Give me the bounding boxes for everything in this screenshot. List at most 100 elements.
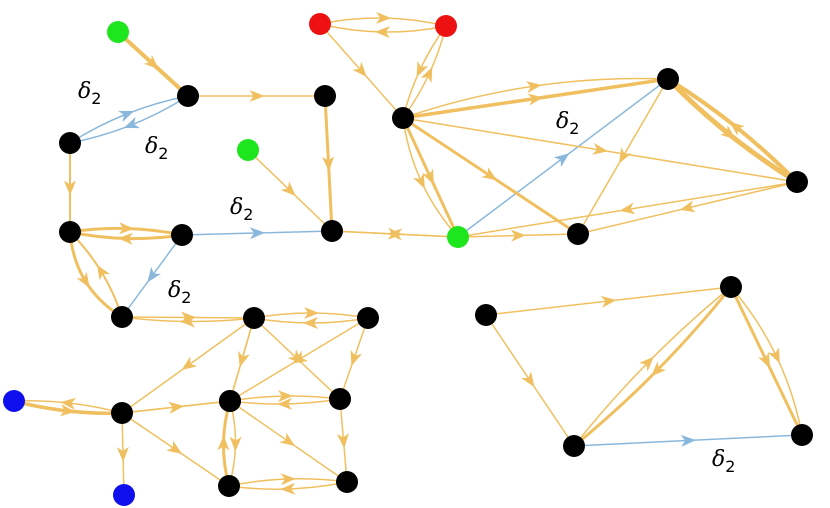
node-n22 [720, 276, 742, 298]
node-n15 [563, 435, 585, 457]
delta-label-lab5: δ2 [556, 109, 579, 138]
arrowhead-n4-n11 [592, 142, 608, 155]
arrowhead-n7-n11 [720, 125, 736, 140]
arrowhead-n9-n5 [117, 232, 134, 245]
node-n20 [336, 471, 358, 493]
arrowhead-n2-n6 [322, 156, 335, 172]
node-n5 [59, 221, 81, 243]
arrowhead-n12-n17 [238, 351, 250, 368]
node-n23 [791, 424, 813, 446]
arrowhead-n19-n20 [280, 473, 296, 486]
arrowhead-g2-n6 [280, 181, 296, 197]
arrowhead-n11-n8 [679, 200, 696, 213]
arrowhead-n13-n12 [303, 317, 319, 330]
arrowhead-n21-n15 [521, 371, 535, 388]
nodes-layer [3, 13, 813, 506]
arrowhead-n11-g3 [619, 202, 636, 215]
arrowhead-n17-n20 [279, 432, 296, 447]
arrowhead-n1-n2 [249, 90, 265, 102]
arrowhead-g3-n6 [387, 228, 403, 241]
node-n12 [243, 307, 265, 329]
arrowhead-n22-n23 [758, 352, 770, 369]
delta-label-lab6: δ2 [712, 447, 735, 476]
arrowhead-n4-n7 [525, 81, 542, 94]
arrowhead-n19-n17 [217, 435, 230, 451]
edge-r2-n4 [402, 25, 447, 119]
arrowhead-n22-n23 [768, 347, 780, 364]
edge-n4-r2 [402, 25, 447, 119]
arrowhead-n18-n17 [277, 397, 293, 410]
arrowhead-n9-n10 [147, 266, 161, 283]
arrowhead-r1-n4 [352, 61, 367, 77]
delta-label-lab2: δ2 [145, 134, 168, 163]
node-n16 [111, 402, 133, 424]
labels-layer: δ2 δ2 δ2 δ2 δ2 δ2 [78, 79, 735, 476]
arrowhead-n16-b1 [60, 397, 77, 410]
arrowhead-n10-n5 [96, 264, 110, 281]
node-n18 [329, 388, 351, 410]
arrowhead-n4-g3 [422, 168, 434, 185]
arrowhead-n15-n22 [639, 356, 654, 372]
arrowhead-n16-n19 [166, 440, 183, 455]
node-n11 [786, 171, 808, 193]
node-r1 [309, 13, 331, 35]
node-n9 [171, 224, 193, 246]
arrowhead-n12-n10 [179, 315, 196, 328]
arrowhead-g1-n1 [143, 54, 159, 70]
node-n3 [59, 132, 81, 154]
node-n13 [357, 307, 379, 329]
arrowhead-n16-b2 [116, 446, 129, 462]
arrowhead-n21-n22 [600, 295, 617, 308]
arrowhead-n18-n20 [336, 433, 349, 449]
delta-label-lab1: δ2 [78, 79, 101, 108]
node-g1 [107, 21, 129, 43]
arrowhead-n20-n19 [280, 482, 296, 495]
node-n4 [392, 107, 414, 129]
arrowhead-n16-n17 [168, 401, 184, 414]
arrowhead-n4-g3 [413, 172, 425, 189]
edge-n5-n10 [68, 230, 124, 319]
arrowhead-b1-n16 [59, 404, 76, 417]
arrowhead-n1-n3 [123, 116, 140, 129]
arrowhead-n11-n7 [729, 121, 745, 136]
arrowhead-r2-r1 [374, 26, 391, 39]
arrowhead-r1-r2 [375, 11, 392, 24]
node-n6 [321, 220, 343, 242]
arrowhead-n15-n23 [680, 434, 696, 447]
edge-n11-n7 [666, 77, 799, 184]
arrowhead-n22-n15 [651, 361, 666, 377]
node-n1 [177, 85, 199, 107]
arrowhead-n12-n16 [181, 356, 198, 371]
arrowhead-r2-n4 [416, 61, 429, 78]
edge-n10-n5 [69, 231, 123, 318]
node-n10 [111, 306, 133, 328]
arrowhead-g3-n7 [553, 153, 570, 168]
node-g2 [237, 139, 259, 161]
node-b2 [113, 484, 135, 506]
arrowhead-n12-n13 [303, 306, 319, 319]
edge-n22-n15 [572, 285, 733, 448]
arrowhead-n13-n18 [350, 349, 362, 367]
node-n19 [218, 475, 240, 497]
delta-label-lab4: δ2 [168, 278, 191, 307]
arrowhead-n5-n10 [76, 271, 90, 288]
node-n17 [219, 390, 241, 412]
arrowhead-n13-n17 [292, 350, 309, 364]
arrowhead-n4-n7 [527, 93, 544, 106]
node-n8 [567, 223, 589, 245]
node-r2 [435, 15, 457, 37]
arrowhead-n9-n6 [249, 227, 265, 240]
arrowhead-n17-n19 [229, 436, 242, 452]
delta-label-lab3: δ2 [230, 195, 253, 224]
arrowhead-n3-n5 [64, 180, 76, 196]
node-n7 [657, 68, 679, 90]
arrowhead-n4-r2 [420, 66, 433, 83]
arrowhead-g3-n8 [510, 229, 526, 242]
node-n2 [314, 85, 336, 107]
node-b1 [3, 390, 25, 412]
arrowhead-n3-n1 [118, 110, 135, 123]
arrowhead-n17-n18 [277, 390, 293, 403]
edges-layer [12, 11, 804, 496]
